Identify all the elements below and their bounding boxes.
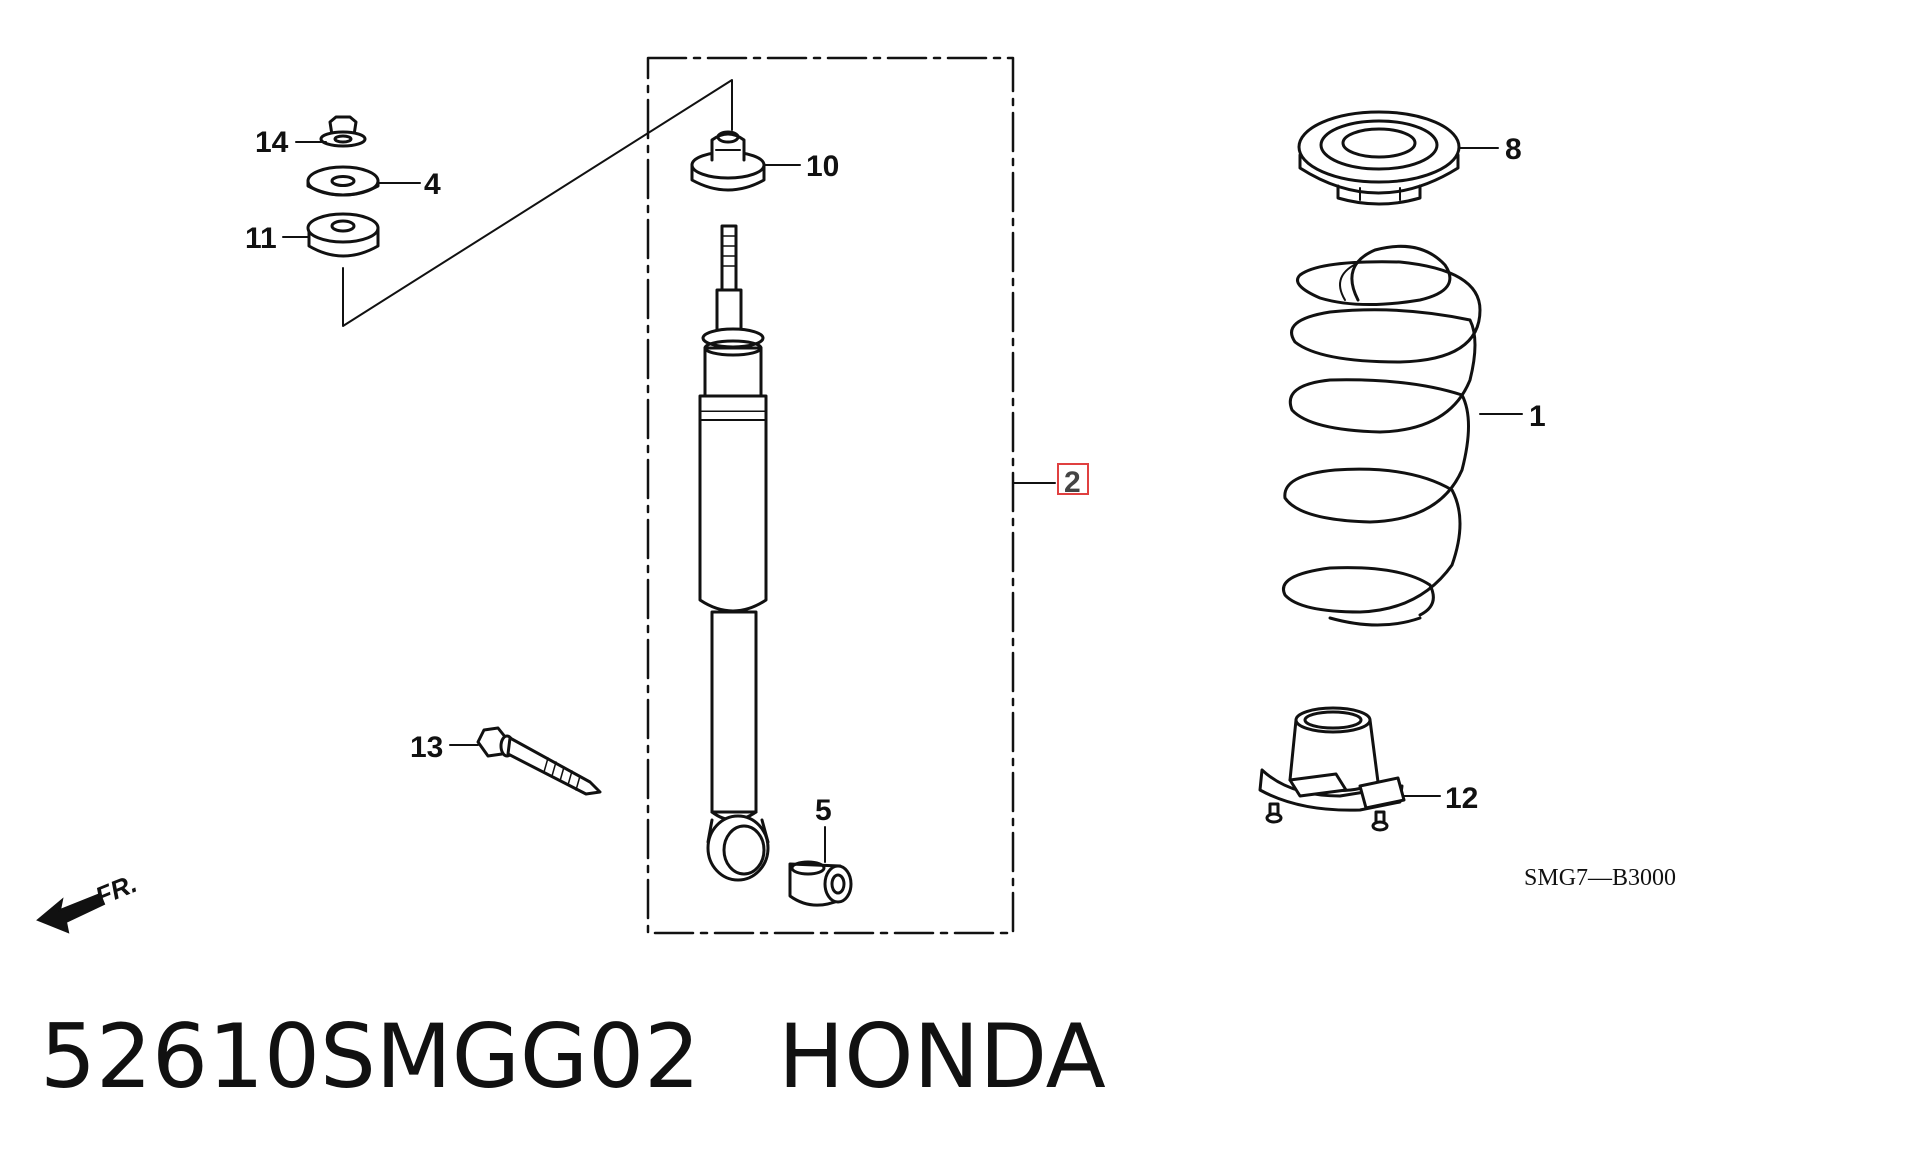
shock-assembly-box (646, 56, 1015, 935)
drawing-code: SMG7—B3000 (1524, 865, 1676, 891)
callout-4: 4 (424, 168, 441, 201)
caption: 52610SMGG02 HONDA (40, 1005, 1106, 1108)
washer-4 (306, 165, 380, 197)
callout-8: 8 (1505, 133, 1522, 166)
callout-2: 2 (1064, 466, 1081, 499)
bump-stop-12 (1258, 706, 1406, 832)
brand-name: HONDA (778, 1005, 1106, 1108)
callout-12: 12 (1445, 782, 1478, 815)
bushing-11 (306, 212, 380, 258)
callout-1: 1 (1529, 400, 1546, 433)
callout-10: 10 (806, 150, 839, 183)
front-arrow-icon: FR. (36, 868, 141, 934)
bushing-5 (788, 860, 853, 907)
callout-14: 14 (255, 126, 289, 159)
spring-seat-8 (1297, 110, 1461, 206)
callout-5: 5 (815, 794, 832, 827)
nut-14 (319, 115, 367, 148)
shock-absorber-2 (698, 224, 770, 882)
part-number: 52610SMGG02 (40, 1005, 701, 1108)
coil-spring-1 (1282, 244, 1482, 627)
bolt-13 (476, 726, 602, 796)
highlight-box-2 (1057, 463, 1089, 495)
callout-11: 11 (245, 222, 277, 255)
group-connector-line (342, 79, 733, 327)
mount-bushing-10 (690, 130, 766, 192)
callout-13: 13 (410, 731, 443, 764)
